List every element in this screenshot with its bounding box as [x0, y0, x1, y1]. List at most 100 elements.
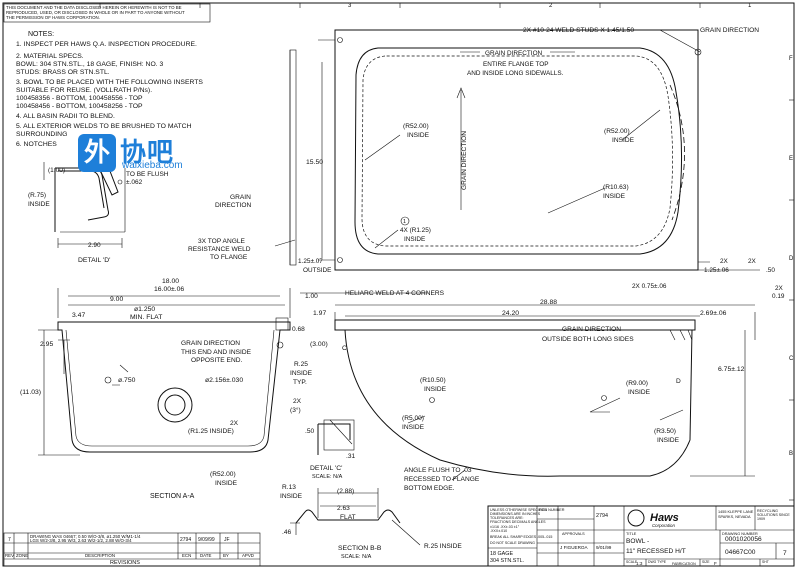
- dim-label: 16.00±.06: [154, 286, 184, 293]
- dim-label: (R3.50): [654, 428, 676, 435]
- dim-label: .50: [305, 428, 314, 435]
- zone-ticks: [99, 3, 794, 501]
- view-scale: SCALE: N/A: [341, 554, 372, 560]
- part-number: 0001020056: [725, 536, 762, 543]
- weld-callout: HELIARC WELD AT 4 CORNERS: [345, 290, 445, 297]
- company-tagline: RECYCLING: [757, 509, 778, 513]
- dim-label: ±.062: [126, 179, 143, 186]
- company-address: 1455 KLEPPE LANE: [718, 510, 754, 514]
- approvals-label: APPROVALS: [562, 532, 585, 536]
- dim-label: 2.95: [40, 341, 53, 348]
- tolerance-note: .XXX±.010: [490, 529, 507, 533]
- drawing-size: F: [714, 561, 717, 566]
- column-header: DATE: [200, 553, 211, 558]
- note-line: STUDS: BRASS OR STN.STL.: [16, 69, 110, 76]
- dim-label: INSIDE: [603, 193, 626, 200]
- drawing-title: 11" RECESSED H/T: [626, 548, 686, 555]
- note-line: 3. BOWL TO BE PLACED WITH THE FOLLOWING …: [16, 79, 203, 86]
- column-header: ZONE: [16, 553, 28, 558]
- dim-label: FLAT: [340, 514, 356, 521]
- column-header: APVD: [242, 553, 254, 558]
- dim-label: (R52.00): [210, 471, 236, 478]
- section-a-a: [38, 288, 291, 456]
- dim-label: INSIDE: [657, 437, 680, 444]
- dim-label: ø2.156±.030: [205, 377, 243, 384]
- revisions-block: [3, 532, 261, 567]
- company-subtitle: Corporation: [652, 523, 675, 528]
- revision-by: JF: [224, 537, 230, 543]
- side-view: [334, 304, 756, 481]
- drawing-type: FABRICATION: [672, 562, 696, 566]
- view-title: DETAIL 'C': [310, 465, 342, 472]
- detail-d: [43, 162, 126, 248]
- drawn-by: J FIGUEROA: [560, 545, 589, 550]
- dim-label: (R10.63): [603, 184, 629, 191]
- title-block: [487, 505, 795, 567]
- revision-description: DRAWING WAS 04667; 0.50 W/O-3/8, ø1.250 …: [30, 534, 141, 539]
- dim-label: 3X TOP ANGLE: [198, 238, 246, 245]
- dim-label: GRAIN DIRECTION: [485, 50, 543, 57]
- dim-label: TYP.: [293, 379, 307, 386]
- dim-label: INSIDE: [628, 389, 651, 396]
- dim-label: 2X: [775, 285, 784, 292]
- dim-label: .50: [766, 267, 775, 274]
- dim-label: 1.97: [313, 310, 326, 317]
- disclaimer-line: THE PERMISSION OF HAWS CORPORATION.: [6, 15, 100, 20]
- section-b-b: [290, 488, 421, 546]
- dim-label: 2X: [748, 258, 757, 265]
- dim-label: INSIDE: [28, 201, 50, 208]
- field-label: SIZE: [702, 560, 710, 564]
- zone-label: E: [789, 156, 793, 162]
- dim-label: 24.20: [502, 310, 519, 317]
- view-title: DETAIL 'D': [78, 257, 110, 264]
- dim-label: GRAIN DIRECTION: [562, 326, 621, 333]
- dim-label: 4X (R1.25): [400, 227, 431, 234]
- revisions-title: REVISIONS: [110, 560, 140, 566]
- dim-label: 2.69±.06: [700, 310, 727, 317]
- watermark-text: 协吧: [120, 138, 175, 168]
- dim-label: 2X: [293, 398, 302, 405]
- dim-label: INSIDE: [612, 137, 635, 144]
- dim-label: (R.75): [28, 192, 46, 199]
- note-balloon: [400, 216, 410, 226]
- note-balloon-number: 1: [403, 219, 406, 225]
- drawing-number-label: DRAWING NUMBER: [722, 532, 758, 536]
- material-gage: 18 GAGE: [490, 551, 513, 557]
- field-label: DWG TYPE: [648, 560, 667, 564]
- dim-label: .31: [346, 453, 355, 460]
- dim-label: 1.25±.06: [704, 267, 729, 274]
- tolerance-note: DIMENSIONS ARE IN INCHES: [490, 512, 541, 516]
- zone-label: 1: [748, 3, 752, 9]
- dim-label: 9.00: [110, 296, 123, 303]
- dim-label: DIRECTION: [215, 202, 252, 209]
- dim-label: C: [342, 345, 347, 352]
- zone-label: B: [789, 451, 793, 457]
- dim-label: GRAIN DIRECTION: [181, 340, 240, 347]
- dim-label: .46: [282, 529, 291, 536]
- tolerance-note: UNLESS OTHERWISE SPECIFIED: [490, 508, 547, 512]
- dim-label: OUTSIDE: [303, 267, 331, 274]
- dim-label: INSIDE: [280, 493, 303, 500]
- company-logo-text: Haws: [650, 512, 679, 524]
- dim-label: (11.03): [20, 389, 41, 396]
- ecn-label: ECN NUMBER: [539, 508, 565, 512]
- dim-label: ANGLE FLUSH TO .03: [404, 467, 472, 474]
- dim-label: INSIDE: [404, 236, 425, 243]
- note-line: BOWL: 304 STN.STL., 18 GAGE, FINISH: NO.…: [16, 61, 164, 68]
- ecn-number: 2794: [596, 513, 608, 519]
- dim-label: GRAIN: [230, 194, 251, 201]
- note-line: 1. INSPECT PER HAWS Q.A. INSPECTION PROC…: [16, 41, 197, 48]
- drawing-scale: 1:3: [636, 561, 643, 566]
- note-line: SURROUNDING: [16, 131, 67, 138]
- dim-label: (R52.00): [604, 128, 630, 135]
- note-line: 4. ALL BASIN RADII TO BLEND.: [16, 113, 115, 120]
- dim-label: OPPOSITE END.: [191, 357, 242, 364]
- field-label: SHT: [762, 560, 769, 564]
- revision-description: LGS W/2-3/8, 2.95 W/3, 2.63 W/2-1/2, 2.8…: [30, 538, 132, 543]
- dim-label: 1.00: [305, 293, 318, 300]
- tolerance-note: DO NOT SCALE DRAWING: [490, 541, 535, 545]
- dim-label: D: [676, 378, 681, 385]
- company-tagline: SOLUTIONS SINCE: [757, 513, 790, 517]
- disclaimer-box: [3, 3, 211, 23]
